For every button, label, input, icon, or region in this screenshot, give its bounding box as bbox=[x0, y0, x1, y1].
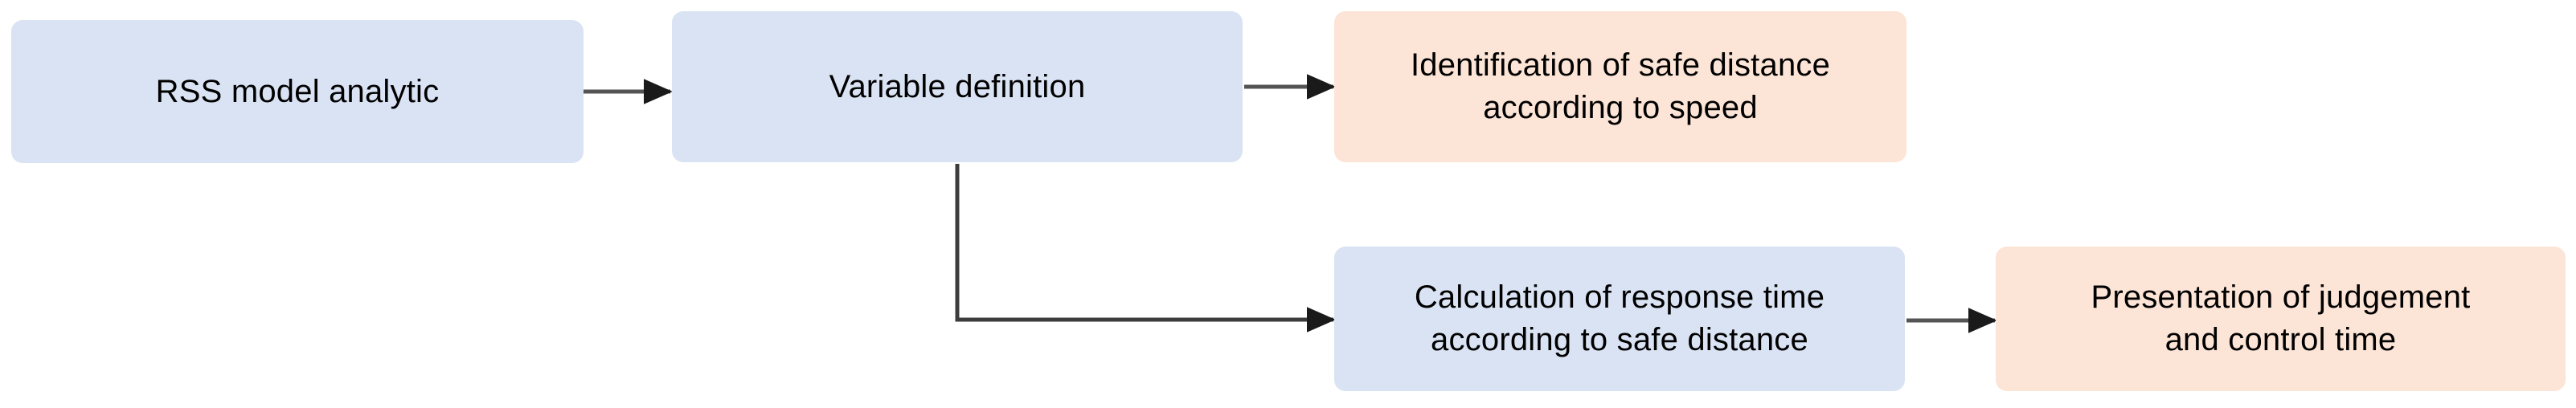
node-label: Calculation of response time according t… bbox=[1414, 279, 1825, 357]
node-label: Presentation of judgement and control ti… bbox=[2091, 279, 2471, 357]
node-label: RSS model analytic bbox=[155, 73, 440, 109]
node-calculation-of-response-time[interactable]: Calculation of response time according t… bbox=[1334, 247, 1905, 391]
node-label: Variable definition bbox=[829, 68, 1086, 104]
node-rss-model-analytic[interactable]: RSS model analytic bbox=[11, 20, 584, 163]
node-identification-of-safe-distance[interactable]: Identification of safe distance accordin… bbox=[1334, 11, 1906, 162]
edge-variable-to-calculation bbox=[955, 164, 1336, 333]
node-label: Identification of safe distance accordin… bbox=[1410, 47, 1831, 125]
node-presentation-of-judgement[interactable]: Presentation of judgement and control ti… bbox=[1996, 247, 2566, 391]
node-variable-definition[interactable]: Variable definition bbox=[672, 11, 1243, 162]
